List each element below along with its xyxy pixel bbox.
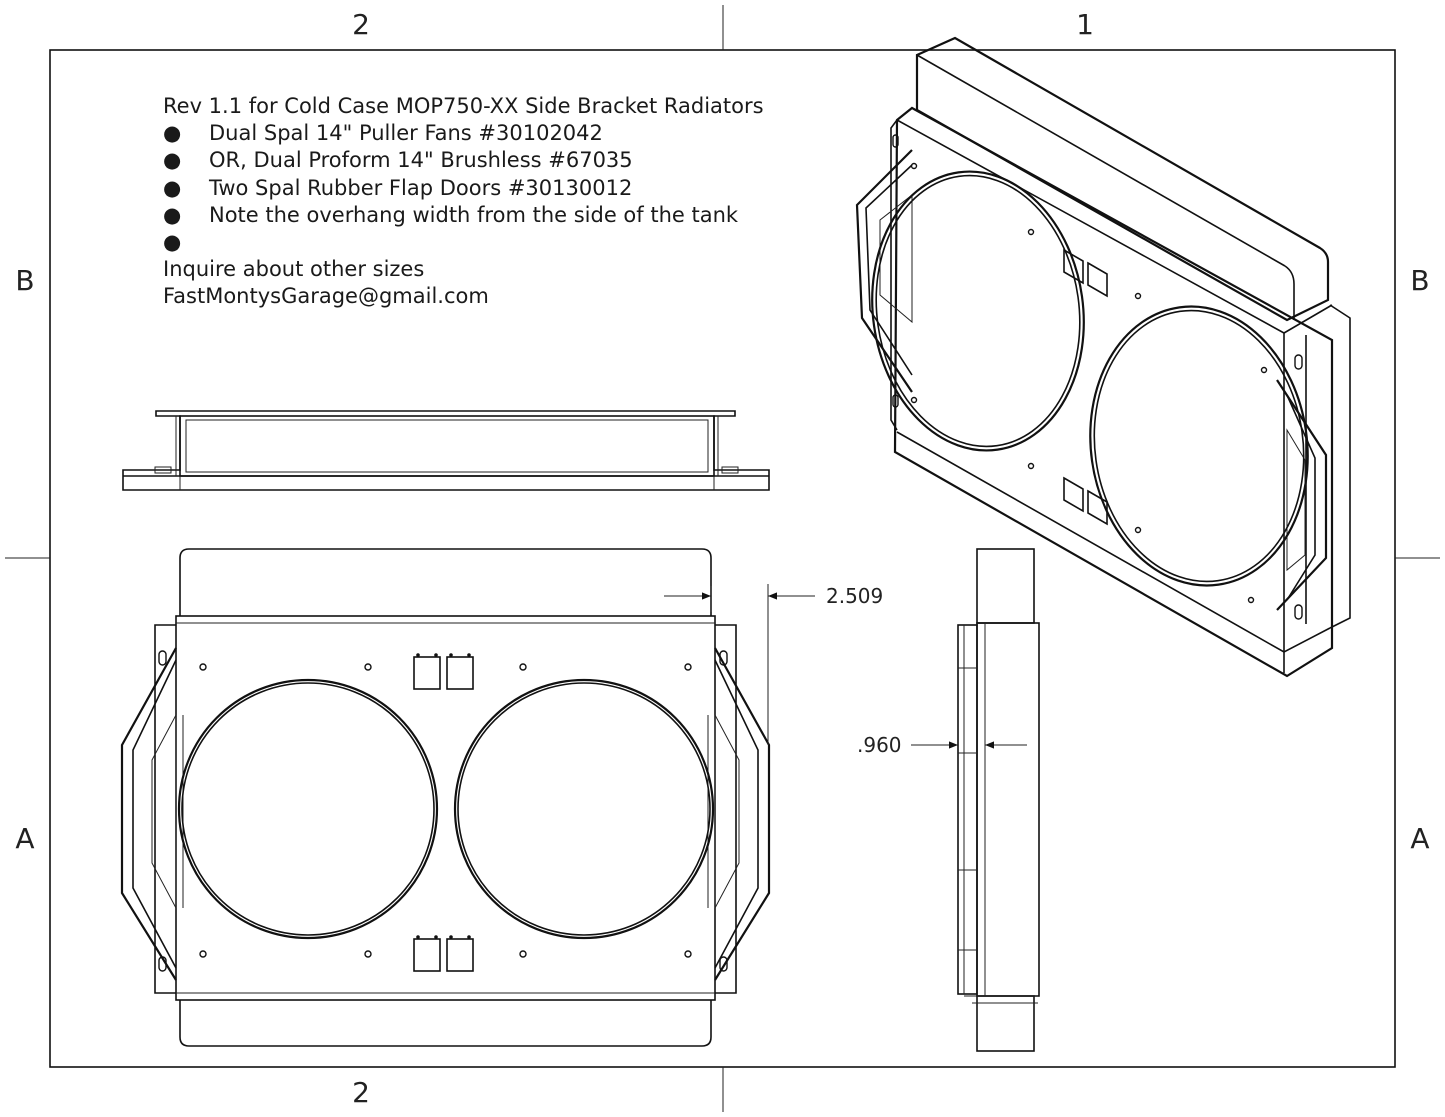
top-view [122,410,770,491]
list-item: ● OR, Dual Proform 14" Brushless #67035 [163,147,803,174]
side-view [957,548,1040,1052]
zone-label-top-1: 1 [1076,8,1094,41]
notes-block: Rev 1.1 for Cold Case MOP750-XX Side Bra… [163,93,803,311]
bullet-icon: ● [163,148,182,173]
bullet-icon: ● [163,229,182,254]
bullet-text: Dual Spal 14" Puller Fans #30102042 [209,121,603,146]
zone-label-bottom-2: 2 [352,1076,370,1109]
list-item: ● Dual Spal 14" Puller Fans #30102042 [163,120,803,147]
zone-label-top-2: 2 [352,8,370,41]
zone-label-left-b: B [15,264,34,297]
list-item: ● [163,229,803,256]
front-view [120,548,771,1047]
bullet-icon: ● [163,175,182,200]
zone-label-right-b: B [1410,264,1429,297]
bullet-icon: ● [163,121,182,146]
depth-dimension-value: .960 [857,733,902,757]
bullet-text: OR, Dual Proform 14" Brushless #67035 [209,148,633,173]
zone-ticks [5,5,1440,1112]
bullet-icon: ● [163,202,182,227]
zone-label-right-a: A [1410,822,1429,855]
inquire-text: Inquire about other sizes [163,257,425,282]
notes-title: Rev 1.1 for Cold Case MOP750-XX Side Bra… [163,94,764,118]
bullet-text: Note the overhang width from the side of… [209,202,739,227]
zone-label-left-a: A [15,822,34,855]
overhang-dimension [664,584,815,745]
overhang-dimension-value: 2.509 [826,584,883,608]
isometric-view [855,36,1351,678]
bullet-text: Two Spal Rubber Flap Doors #30130012 [209,175,633,200]
list-item: ● Note the overhang width from the side o… [163,202,803,229]
list-item: ● Two Spal Rubber Flap Doors #30130012 [163,175,803,202]
contact-email: FastMontysGarage@gmail.com [163,284,489,309]
